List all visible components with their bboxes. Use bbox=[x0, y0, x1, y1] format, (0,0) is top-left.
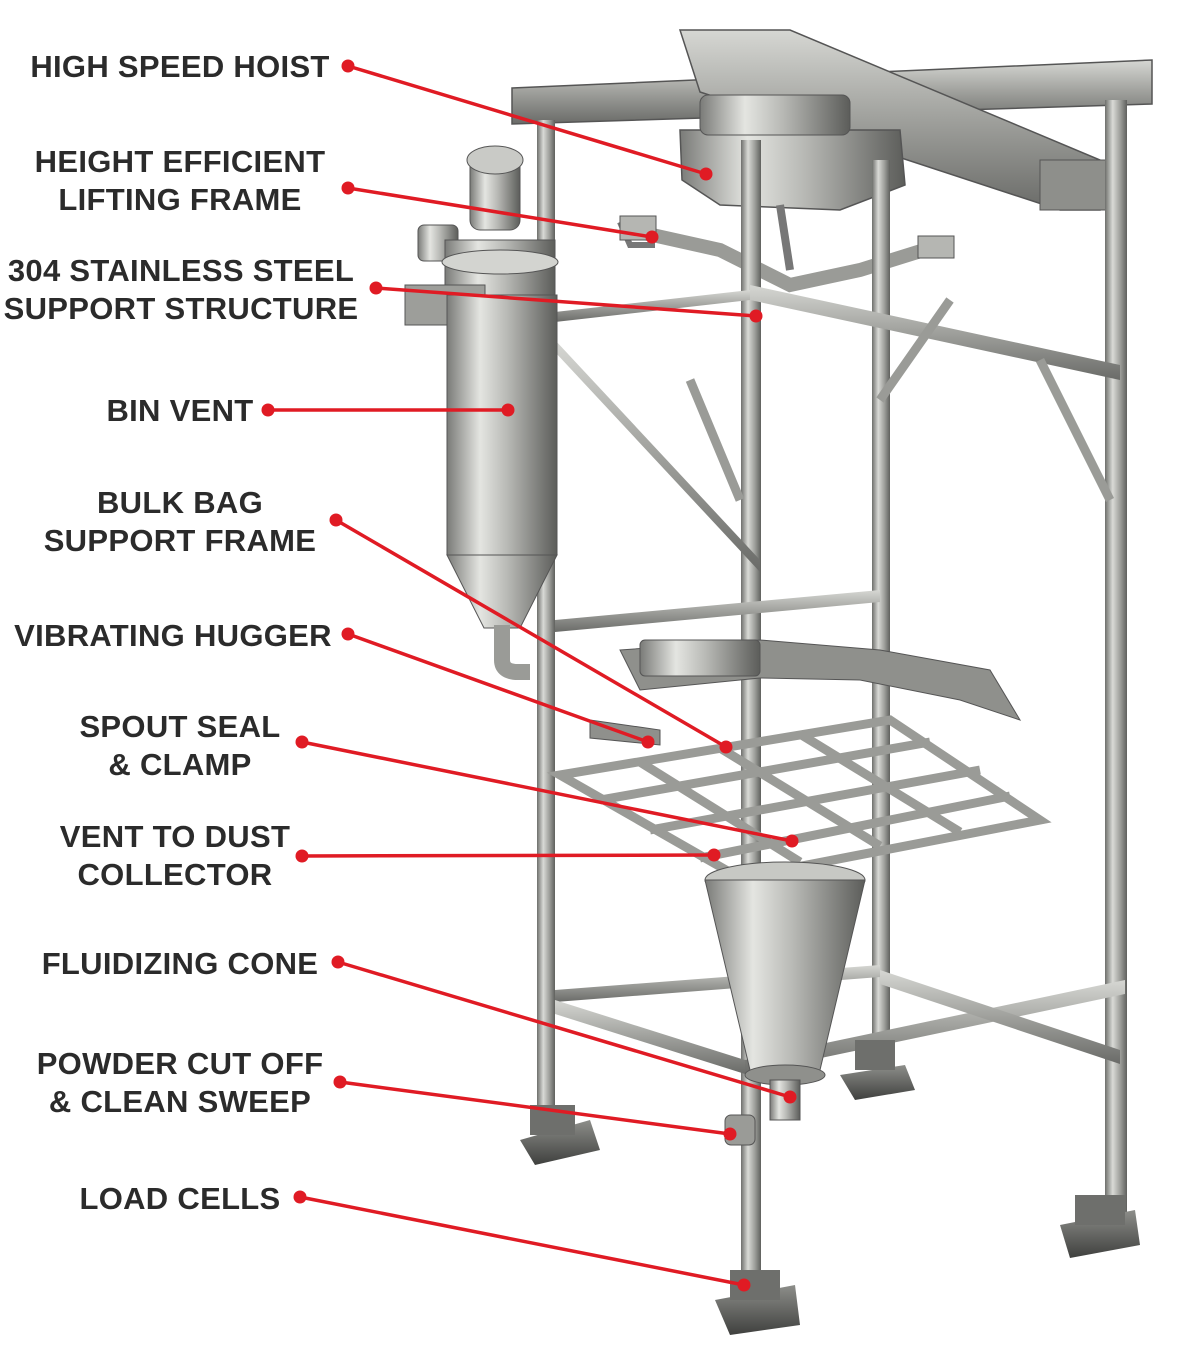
label-powder-cut-off-clean-sweep: POWDER CUT OFF & CLEAN SWEEP bbox=[36, 1046, 324, 1119]
label-dot-bulk-bag-support-frame bbox=[329, 513, 343, 527]
label-spout-seal-clamp: SPOUT SEAL & CLAMP bbox=[79, 709, 281, 782]
leader-line-load-cells bbox=[299, 1195, 745, 1287]
label-dot-height-efficient-lifting-frame bbox=[341, 181, 355, 195]
label-dot-load-cells bbox=[293, 1190, 307, 1204]
leader-line-height-efficient-lifting-frame bbox=[347, 186, 653, 239]
target-dot-powder-cut-off bbox=[723, 1127, 737, 1141]
target-dot-high-speed-hoist bbox=[699, 167, 713, 181]
leader-line-bulk-bag-support-frame bbox=[335, 518, 727, 749]
label-high-speed-hoist: HIGH SPEED HOIST bbox=[30, 49, 330, 84]
target-dot-vent-to-dust-collector bbox=[707, 848, 721, 862]
leader-line-vibrating-hugger bbox=[347, 632, 649, 744]
target-dot-vibrating-hugger bbox=[641, 735, 655, 749]
label-dot-bin-vent bbox=[261, 403, 275, 417]
label-load-cells: LOAD CELLS bbox=[79, 1181, 281, 1216]
label-height-efficient-lifting-frame: HEIGHT EFFICIENT LIFTING FRAME bbox=[34, 144, 326, 217]
bin-vent bbox=[404, 145, 559, 680]
callout-leaders bbox=[261, 59, 799, 1292]
fluidizing-cone bbox=[704, 861, 866, 1146]
hoist-assembly bbox=[679, 94, 906, 271]
target-dot-stainless-steel-support-structure bbox=[749, 309, 763, 323]
label-dot-vibrating-hugger bbox=[341, 627, 355, 641]
label-bulk-bag-support-frame: BULK BAG SUPPORT FRAME bbox=[43, 485, 317, 558]
label-fluidizing-cone: FLUIDIZING CONE bbox=[41, 946, 319, 981]
target-dot-bulk-bag-support-frame bbox=[719, 740, 733, 754]
bag-support-grid bbox=[546, 715, 1052, 883]
leader-line-vent-to-dust-collector bbox=[301, 853, 715, 858]
leader-line-spout-seal-clamp bbox=[301, 740, 793, 843]
leader-line-powder-cut-off bbox=[339, 1080, 731, 1136]
top-crossbeams bbox=[511, 29, 1153, 211]
target-dot-fluidizing-cone bbox=[783, 1090, 797, 1104]
target-dot-spout-seal-clamp bbox=[785, 834, 799, 848]
label-bin-vent: BIN VENT bbox=[106, 393, 254, 428]
label-dot-high-speed-hoist bbox=[341, 59, 355, 73]
label-dot-vent-to-dust-collector bbox=[295, 849, 309, 863]
label-304-stainless-steel-support-structure: 304 STAINLESS STEEL SUPPORT STRUCTURE bbox=[3, 253, 359, 326]
leader-line-fluidizing-cone bbox=[337, 960, 791, 1099]
target-dot-bin-vent bbox=[501, 403, 515, 417]
load-cell-bases bbox=[520, 1040, 1140, 1335]
label-vent-to-dust-collector: VENT TO DUST COLLECTOR bbox=[59, 819, 291, 892]
leader-line-stainless-steel-support-structure bbox=[375, 286, 757, 318]
label-dot-fluidizing-cone bbox=[331, 955, 345, 969]
target-dot-height-efficient-lifting-frame bbox=[645, 230, 659, 244]
target-dot-load-cells bbox=[737, 1278, 751, 1292]
label-dot-spout-seal-clamp bbox=[295, 735, 309, 749]
label-vibrating-hugger: VIBRATING HUGGER bbox=[14, 618, 332, 653]
label-dot-powder-cut-off bbox=[333, 1075, 347, 1089]
vibrating-hugger bbox=[589, 639, 1022, 746]
label-dot-stainless-steel-support-structure bbox=[369, 281, 383, 295]
leader-line-high-speed-hoist bbox=[347, 64, 707, 176]
